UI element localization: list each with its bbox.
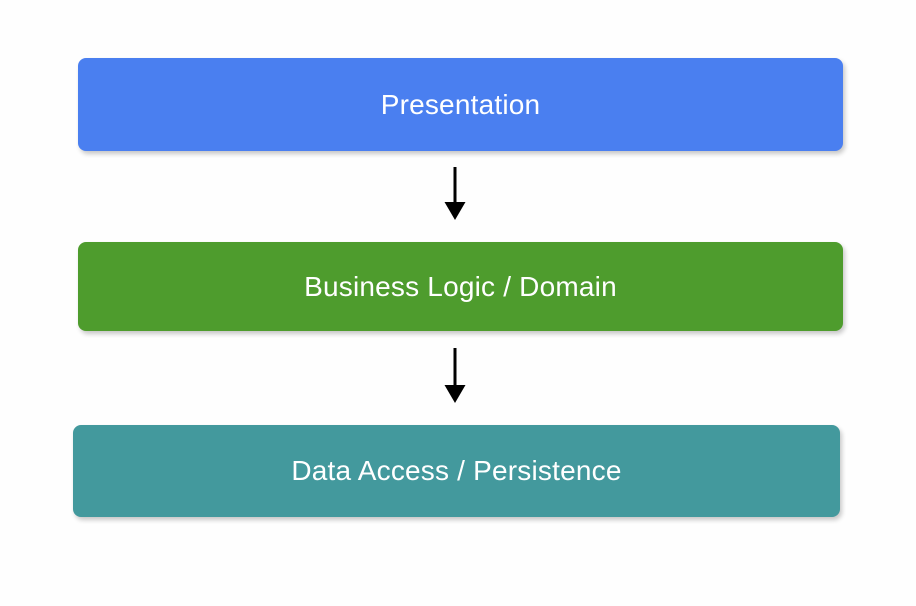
arrow-presentation-to-business-logic <box>444 167 466 220</box>
arrow-business-logic-to-data-access <box>444 348 466 403</box>
layer-label-data-access: Data Access / Persistence <box>291 455 622 486</box>
layer-box-business-logic[interactable]: Business Logic / Domain <box>78 242 843 331</box>
arrowhead-icon <box>444 385 466 403</box>
arrowhead-icon <box>444 202 466 220</box>
layer-label-business-logic: Business Logic / Domain <box>304 270 617 302</box>
layer-label-presentation: Presentation <box>380 88 541 120</box>
layer-box-presentation[interactable]: Presentation <box>78 58 843 151</box>
layer-box-data-access[interactable]: Data Access / Persistence <box>73 425 840 517</box>
